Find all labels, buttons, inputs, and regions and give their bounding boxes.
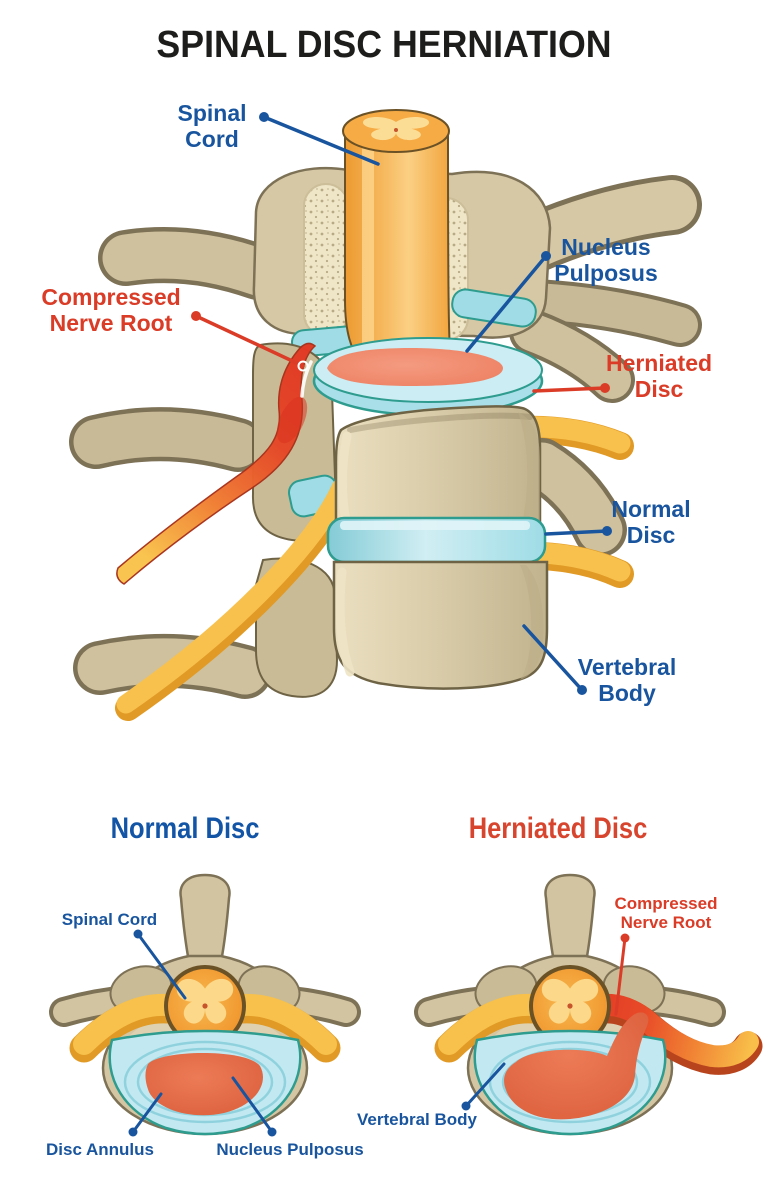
label-normal-disc-main: Normal Disc: [611, 496, 691, 548]
label-vertebral-body-main: Vertebral Body: [577, 654, 677, 706]
spinal-cord-graphic: [342, 109, 453, 367]
normal-disc-graphic: [326, 516, 547, 564]
label-vertebral-body-axial: Vertebral Body: [357, 1110, 477, 1129]
spinal-cord-axial: [164, 965, 246, 1047]
nucleus-axial-normal: [145, 1053, 263, 1116]
label-herniated-disc-main: Herniated Disc: [605, 350, 713, 402]
label-compressed-nerve-root-main: Compressed Nerve Root: [41, 284, 181, 336]
label-nucleus-pulposus-axial: Nucleus Pulposus: [216, 1140, 364, 1159]
label-compressed-nerve-root-axial: Compressed Nerve Root: [614, 894, 718, 933]
heading-normal-disc: Normal Disc: [110, 812, 260, 845]
page-title: SPINAL DISC HERNIATION: [156, 24, 612, 66]
heading-herniated-disc: Herniated Disc: [468, 812, 648, 845]
herniated-disc-graphic: [312, 337, 544, 417]
label-spinal-cord-axial: Spinal Cord: [61, 910, 158, 929]
pedicle-left: [303, 183, 349, 337]
label-nucleus-pulposus-main: Nucleus Pulposus: [554, 234, 658, 286]
label-disc-annulus: Disc Annulus: [46, 1140, 154, 1159]
nucleus-axial-herniated: [504, 1012, 649, 1120]
lower-vertebral-body: [332, 560, 549, 690]
leader-lines: [128, 112, 630, 1137]
compressed-nerve-root-graphic: [116, 342, 317, 585]
spinous-process: [179, 873, 231, 964]
middle-vertebral-body: [334, 405, 542, 526]
normal-disc-axial: [108, 1029, 302, 1136]
nucleus-pulposus-graphic: [327, 348, 503, 386]
label-spinal-cord-main: Spinal Cord: [177, 100, 247, 152]
herniated-disc-axial: [473, 1012, 667, 1136]
nerve-root-left-lower: [115, 478, 356, 721]
nerve-roots-right: [506, 415, 634, 588]
